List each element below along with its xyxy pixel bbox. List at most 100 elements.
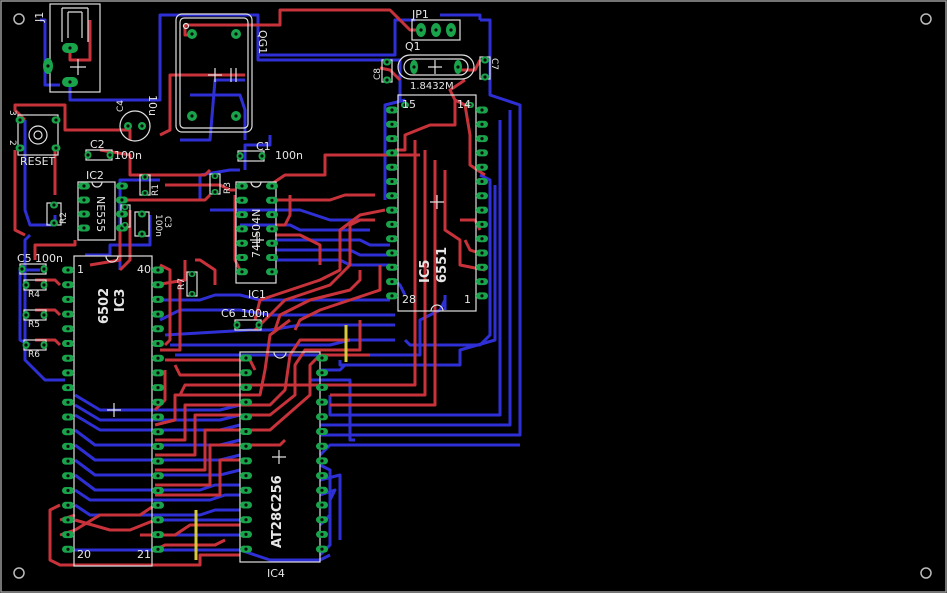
ic3-pad-drill: [66, 488, 70, 493]
c7-pad-drill: [483, 58, 487, 62]
ic5-pad-drill: [390, 122, 394, 126]
ic3-pad-drill: [66, 341, 70, 346]
c4-pad-drill: [140, 124, 144, 128]
ic5-pad-drill: [390, 237, 394, 241]
label-c3: C3: [162, 216, 172, 229]
ic3-pad-drill: [66, 386, 70, 390]
ic5-pad-drill: [390, 251, 394, 255]
c2-pad-drill: [86, 153, 90, 157]
ic2-pad-drill: [120, 212, 124, 216]
c6-pad-drill: [235, 323, 239, 327]
ic3-pad-drill: [66, 283, 70, 287]
r4-pad-drill: [24, 283, 28, 287]
ic5-pad-drill: [390, 137, 394, 141]
ic3-pad-drill: [156, 547, 160, 551]
ic3-pad-drill: [66, 268, 70, 272]
ic3-pad-drill: [66, 533, 70, 537]
ic2-pad-drill: [82, 212, 86, 216]
qg1-pad-drill: [234, 32, 238, 36]
ic1-pad-drill: [240, 227, 244, 231]
ic4-pad-drill: [320, 385, 324, 389]
q1-pad-drill: [456, 65, 460, 69]
ic4-pad-drill: [320, 518, 324, 522]
ic1-pad-drill: [240, 213, 244, 217]
reset-pad-drill: [18, 146, 22, 150]
r5-pad-drill: [24, 313, 28, 317]
ic4-pad-drill: [244, 400, 248, 404]
ic1-pad-drill: [270, 213, 274, 217]
ic3-pad-drill: [156, 312, 160, 316]
c7-pad-drill: [483, 75, 487, 79]
ic3-pad-drill: [66, 371, 70, 375]
ic4-pad-drill: [244, 429, 248, 434]
j1-pad-drill: [68, 80, 72, 84]
ic3-pad-drill: [156, 488, 160, 493]
r6-pad-drill: [24, 343, 28, 347]
label-c3-value: 100n: [153, 214, 163, 237]
label-ic4-part: AT28C256: [270, 475, 285, 548]
ic2-pad-drill: [120, 184, 124, 188]
label-ic5-part: 6551: [435, 246, 450, 283]
ic3-pad-drill: [156, 503, 160, 507]
ic3-pad-drill: [156, 533, 160, 537]
ic3-pad-drill: [156, 283, 160, 287]
ic5-pad-drill: [390, 208, 394, 212]
r7-pad-drill: [190, 292, 194, 296]
ic5-pad-drill: [480, 222, 484, 226]
label-qg1: QG1: [256, 30, 269, 55]
label-reset: RESET: [20, 155, 56, 168]
ic4-pad-drill: [320, 459, 324, 463]
ic4-pad-drill: [244, 474, 248, 478]
ic1-pad-drill: [270, 184, 274, 188]
ic3-pad-drill: [66, 356, 70, 360]
ic3-pad-drill: [66, 518, 70, 522]
label-ic5-pin28: 28: [402, 293, 416, 306]
label-r6: R6: [28, 350, 40, 360]
ic5-pad-drill: [390, 165, 394, 169]
label-ic5-pin1: 1: [464, 293, 471, 306]
c3-pad-drill: [140, 232, 144, 236]
label-r7: R7: [177, 278, 187, 290]
j1-pad-drill: [46, 64, 50, 68]
label-c5-value: 100n: [35, 252, 63, 265]
ic4-pad-drill: [320, 503, 324, 507]
ic3-pad-drill: [156, 386, 160, 390]
label-ne555: NE555: [94, 196, 107, 233]
label-q1: Q1: [405, 40, 421, 53]
ic2-pad-drill: [120, 198, 124, 202]
label-reset-pin3: 3: [7, 110, 17, 116]
r3-pad-drill: [213, 174, 217, 178]
ic4-pad-drill: [320, 429, 324, 434]
label-crystal-freq: 1.8432M: [410, 81, 454, 92]
c5-pad-drill: [42, 267, 46, 271]
label-ic1-part: 74LS04N: [250, 208, 263, 258]
c8-pad-drill: [385, 60, 389, 64]
ic4-pad-drill: [320, 547, 324, 551]
ic3-pad-drill: [66, 503, 70, 507]
ic5-pad-drill: [390, 151, 394, 155]
ic5-pad-drill: [480, 151, 484, 155]
label-r4: R4: [28, 290, 40, 300]
j1-pad-drill: [68, 46, 72, 50]
ic3-pad-drill: [156, 518, 160, 522]
ic3-pad-drill: [156, 459, 160, 463]
label-c1-value: 100n: [275, 149, 303, 162]
ic3-pad-drill: [66, 312, 70, 316]
ic4-pad-drill: [320, 371, 324, 375]
ic3-pad-drill: [66, 547, 70, 551]
c4-pad-drill: [126, 124, 130, 128]
ic5-pad-drill: [390, 265, 394, 269]
label-c6-value: 100n: [241, 307, 269, 320]
r3-pad-drill: [213, 190, 217, 194]
c8-pad-drill: [385, 78, 389, 82]
label-c8: C8: [373, 67, 383, 80]
ic5-extra-pad-drill: [468, 103, 472, 107]
ic1-pad-drill: [240, 184, 244, 188]
ic3-pad-drill: [66, 459, 70, 463]
ic1-pad-drill: [240, 241, 244, 245]
ic4-pad-drill: [320, 474, 324, 478]
label-reset-pin2: 2: [7, 140, 17, 146]
ic4-pad-drill: [244, 547, 248, 551]
label-ic3-pin21: 21: [137, 548, 151, 561]
